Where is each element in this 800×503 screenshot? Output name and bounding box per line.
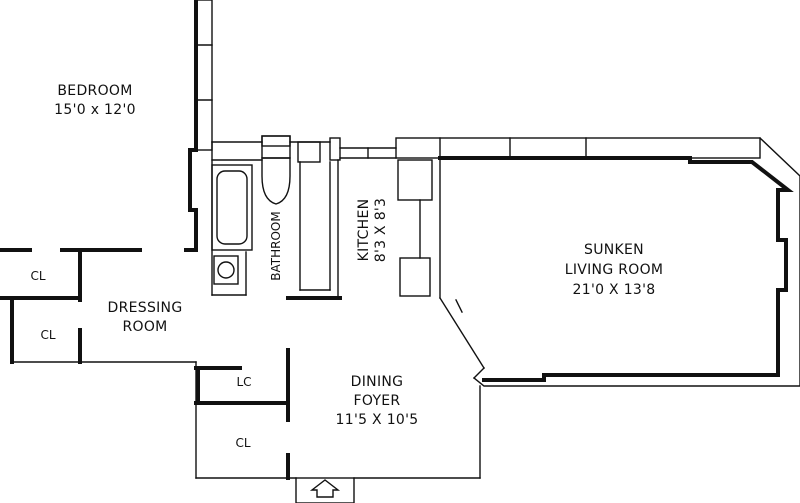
bedroom-size: 15'0 x 12'0 — [54, 102, 136, 118]
linen-closet-label: LC — [236, 375, 251, 389]
kitchen-label: KITCHEN — [356, 199, 372, 262]
dining-foyer-size: 11'5 X 10'5 — [336, 412, 419, 428]
living-room-label-2: LIVING ROOM — [565, 262, 664, 278]
entry-door[interactable] — [295, 477, 355, 503]
living-room-walls — [395, 137, 800, 387]
dressing-room-label-1: DRESSING — [108, 300, 183, 316]
up-arrow-icon — [309, 479, 341, 498]
bedroom-walls — [0, 0, 198, 252]
dining-foyer-walls — [194, 348, 481, 480]
bathtub — [211, 164, 253, 251]
living-room-size: 21'0 X 13'8 — [573, 282, 656, 298]
dressing-room-walls — [0, 248, 297, 479]
top-wall-center — [261, 135, 397, 163]
closet-label-left-bottom: CL — [40, 328, 55, 342]
living-room-label-1: SUNKEN — [584, 242, 644, 258]
kitchen-walls — [299, 159, 441, 299]
dining-foyer-label-2: FOYER — [354, 393, 401, 409]
bathroom-label: BATHROOM — [269, 211, 283, 280]
sink — [213, 255, 239, 285]
foyer-closet-label: CL — [235, 436, 250, 450]
kitchen-size: 8'3 X 8'3 — [373, 198, 389, 263]
kitchen-appliances — [397, 159, 433, 297]
closet-label-left-top: CL — [30, 269, 45, 283]
dining-foyer-label-1: DINING — [351, 374, 404, 390]
bedroom-window — [195, 0, 213, 151]
bedroom-label: BEDROOM — [57, 83, 132, 99]
dressing-room-label-2: ROOM — [122, 319, 167, 335]
